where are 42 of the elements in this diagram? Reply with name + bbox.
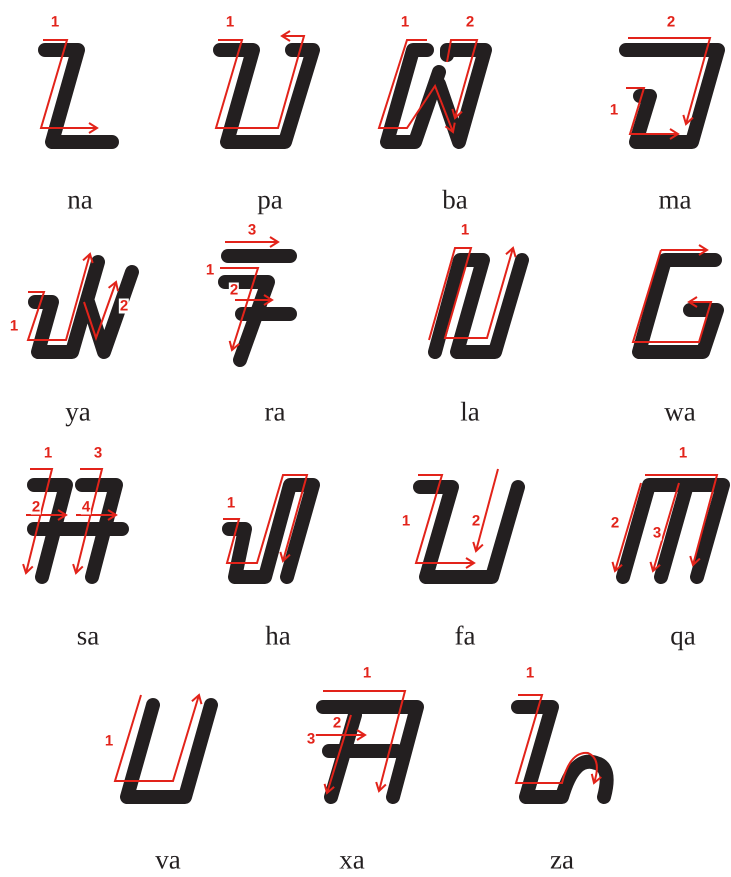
syllable-label: wa <box>664 398 696 426</box>
stroke-number: 1 <box>460 222 470 238</box>
stroke-number: 1 <box>8 318 20 334</box>
syllable-label: xa <box>339 846 365 874</box>
syllable-label: sa <box>76 622 100 650</box>
syllable-label: ra <box>264 398 286 426</box>
stroke-number: 2 <box>228 282 240 298</box>
stroke-number: 1 <box>678 446 688 460</box>
stroke-number: 1 <box>524 666 536 680</box>
syllable-label: la <box>460 398 480 426</box>
syllable-label: ya <box>65 398 91 426</box>
stroke-number: 3 <box>306 732 316 746</box>
stroke-number: 1 <box>400 14 410 30</box>
syllable-label: fa <box>454 622 476 650</box>
syllable-label: ha <box>265 622 291 650</box>
stroke-number: 1 <box>204 262 216 278</box>
syllable-label: ba <box>442 186 468 214</box>
stroke-number: 1 <box>608 102 620 118</box>
stroke-number: 1 <box>224 14 236 30</box>
syllable-label: za <box>550 846 574 874</box>
stroke-number: 1 <box>104 734 114 748</box>
stroke-number: 1 <box>50 14 60 30</box>
stroke-number: 1 <box>42 446 54 460</box>
syllable-label: qa <box>670 622 696 650</box>
syllable-label: na <box>67 186 93 214</box>
stroke-number: 2 <box>30 500 42 514</box>
syllable-label: pa <box>257 186 283 214</box>
stroke-number: 3 <box>652 526 662 540</box>
stroke-number: 2 <box>666 14 676 30</box>
stroke-number: 4 <box>80 500 92 514</box>
stroke-number: 2 <box>470 514 482 528</box>
stroke-number: 2 <box>332 716 342 730</box>
syllable-label: ma <box>658 186 692 214</box>
stroke-number: 1 <box>226 496 236 510</box>
stroke-number: 1 <box>400 514 412 528</box>
syllable-label: va <box>155 846 181 874</box>
stroke-number: 2 <box>118 298 130 314</box>
stroke-number: 2 <box>610 516 620 530</box>
stroke-number: 3 <box>246 222 258 238</box>
stroke-number: 1 <box>362 666 372 680</box>
stroke-number: 3 <box>92 446 104 460</box>
stroke-number: 2 <box>464 14 476 30</box>
